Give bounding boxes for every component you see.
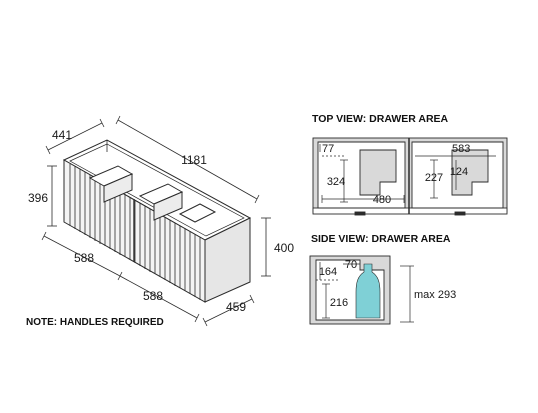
dim-drawer-right: 588	[143, 289, 163, 303]
dim-top-77: 77	[322, 143, 334, 155]
note-handles-required: NOTE: HANDLES REQUIRED	[26, 317, 164, 328]
dim-top-324: 324	[327, 176, 345, 188]
side-view-drawing	[309, 255, 391, 325]
iso-dimensions	[41, 115, 271, 327]
dim-top-227: 227	[425, 172, 443, 184]
side-view-title: SIDE VIEW: DRAWER AREA	[311, 233, 451, 245]
dim-side-216: 216	[330, 297, 348, 309]
dim-top-480: 480	[373, 194, 391, 206]
dim-depth-bottom: 459	[226, 300, 246, 314]
dim-drawer-left: 588	[74, 251, 94, 265]
dim-side-164: 164	[319, 266, 337, 278]
dim-width: 1181	[181, 153, 207, 167]
dim-height-right: 400	[274, 241, 294, 255]
top-view-dimensions	[319, 144, 496, 203]
cabinet-side	[204, 217, 251, 303]
bottle-shape	[355, 263, 381, 319]
dim-top-124: 124	[450, 166, 468, 178]
dim-side-70: 70	[345, 259, 357, 271]
dim-height-left: 396	[28, 191, 48, 205]
dim-top-583: 583	[452, 143, 470, 155]
dim-depth-top: 441	[52, 128, 72, 142]
side-view-dimensions	[316, 262, 414, 323]
fluted-slats	[69, 164, 201, 300]
top-view-drawing	[312, 137, 508, 216]
isometric-vanity	[62, 139, 252, 303]
dim-side-max: max 293	[414, 289, 456, 301]
drawer-insert-right	[178, 203, 217, 223]
top-view-title: TOP VIEW: DRAWER AREA	[312, 113, 449, 125]
